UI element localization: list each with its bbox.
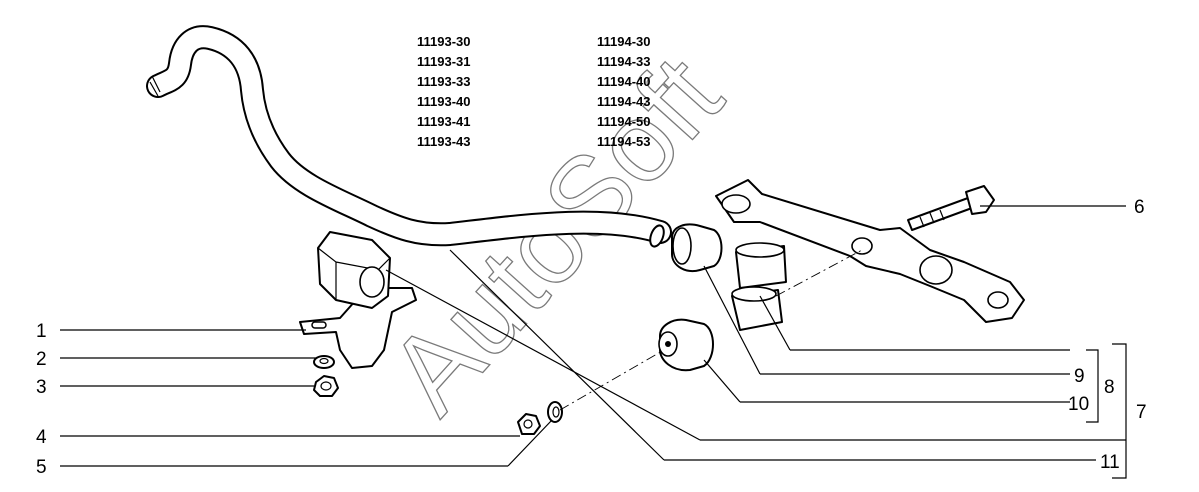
callout-6: 6 (1134, 197, 1145, 218)
washer (313, 355, 335, 369)
nut (313, 375, 339, 397)
bushing-sleeve-lower (731, 286, 783, 331)
bar-bushing (671, 223, 723, 272)
model-code: 11194-43 (597, 94, 651, 109)
callout-9: 9 (1074, 366, 1085, 387)
bushing-sleeve-upper (735, 242, 787, 289)
bolt (907, 185, 995, 231)
callout-10: 10 (1068, 394, 1089, 415)
nut-small (517, 413, 541, 435)
model-code: 11194-40 (597, 74, 651, 89)
model-code: 11193-33 (417, 74, 471, 89)
spring-washer (547, 401, 563, 423)
model-list-right: 11194-30 11194-33 11194-40 11194-43 1119… (597, 34, 651, 149)
model-code: 11193-40 (417, 94, 471, 109)
callout-1: 1 (36, 321, 47, 342)
model-code: 11194-33 (597, 54, 651, 69)
callout-5: 5 (36, 457, 47, 478)
assembly-axes (559, 249, 863, 411)
callout-11: 11 (1100, 452, 1120, 473)
bracket-with-cushion (299, 231, 417, 369)
model-code: 11193-31 (417, 54, 471, 69)
model-code: 11194-30 (597, 34, 651, 49)
model-code: 11193-30 (417, 34, 471, 49)
callout-4: 4 (36, 427, 47, 448)
leader-lines (60, 205, 1127, 479)
callout-7: 7 (1136, 402, 1147, 423)
callout-3: 3 (36, 377, 47, 398)
model-code: 11194-50 (597, 114, 651, 129)
callouts: 1 2 3 4 5 6 7 8 9 10 11 (36, 197, 1147, 478)
model-code: 11193-43 (417, 134, 471, 149)
callout-8: 8 (1104, 377, 1115, 398)
stabilizer-bar (146, 25, 672, 248)
lower-arm (715, 179, 1025, 323)
link-bushing (658, 318, 714, 372)
callout-2: 2 (36, 349, 47, 370)
model-code: 11194-53 (597, 134, 651, 149)
model-list-left: 11193-30 11193-31 11193-33 11193-40 1119… (417, 34, 471, 149)
model-code: 11193-41 (417, 114, 471, 129)
